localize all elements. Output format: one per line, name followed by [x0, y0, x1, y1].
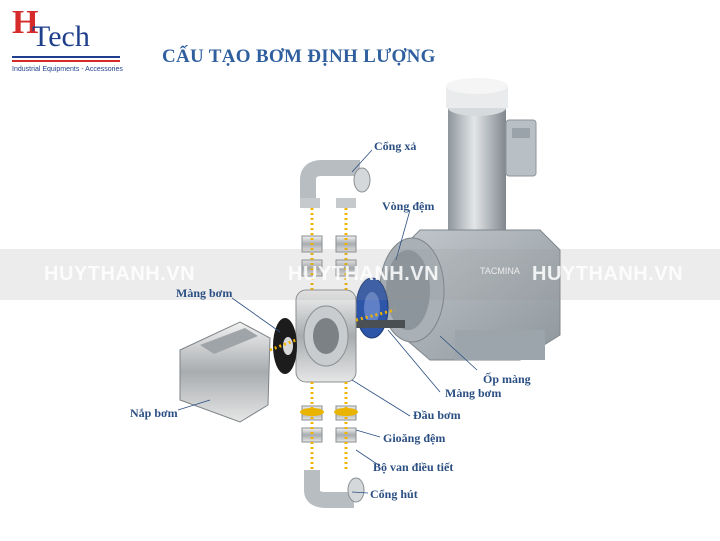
assembly-guides	[269, 208, 396, 470]
label-op-mang: Ốp màng	[483, 372, 531, 386]
motor	[446, 78, 537, 232]
logo-divider	[12, 56, 120, 58]
logo-tagline: Industrial Equipments - Accessories	[12, 66, 123, 73]
label-cong-xa: Cổng xả	[374, 139, 417, 153]
pump-cover	[179, 321, 271, 423]
label-vong-dem: Vòng đệm	[382, 199, 435, 213]
suction-port	[304, 470, 365, 508]
shaft	[345, 320, 405, 328]
pump-head	[295, 289, 357, 383]
lower-valve-stack	[300, 405, 358, 443]
label-mang-bom-left: Màng bơm	[176, 286, 233, 300]
watermark-band	[0, 249, 720, 300]
diaphragm	[273, 318, 297, 374]
label-gioang-dem: Gioăng đệm	[383, 431, 446, 445]
page-title: CẤU TẠO BƠM ĐỊNH LƯỢNG	[162, 46, 436, 67]
logo-letter: H	[12, 4, 39, 41]
label-nap-bom: Nắp bơm	[130, 406, 178, 420]
pump-brand-plate: TACMINA	[480, 266, 520, 276]
gearbox-housing: TACMINA	[379, 229, 561, 361]
discharge-port	[300, 160, 371, 208]
leader-lines	[177, 149, 478, 494]
htech-logo: H Tech Industrial Equipments - Accessori…	[10, 6, 130, 76]
label-bo-van-dieu-tiet: Bộ van điều tiết	[373, 460, 454, 474]
watermark-text: HUYTHANH.VN	[44, 263, 196, 285]
label-dau-bom: Đầu bơm	[413, 408, 461, 422]
watermark-text: HUYTHANH.VN	[532, 263, 684, 285]
logo-divider	[12, 60, 120, 62]
watermark-text: HUYTHANH.VN	[288, 263, 440, 285]
label-cong-hut: Cổng hút	[370, 487, 418, 501]
logo-word: Tech	[32, 20, 90, 53]
label-mang-bom-right: Màng bơm	[445, 386, 502, 400]
